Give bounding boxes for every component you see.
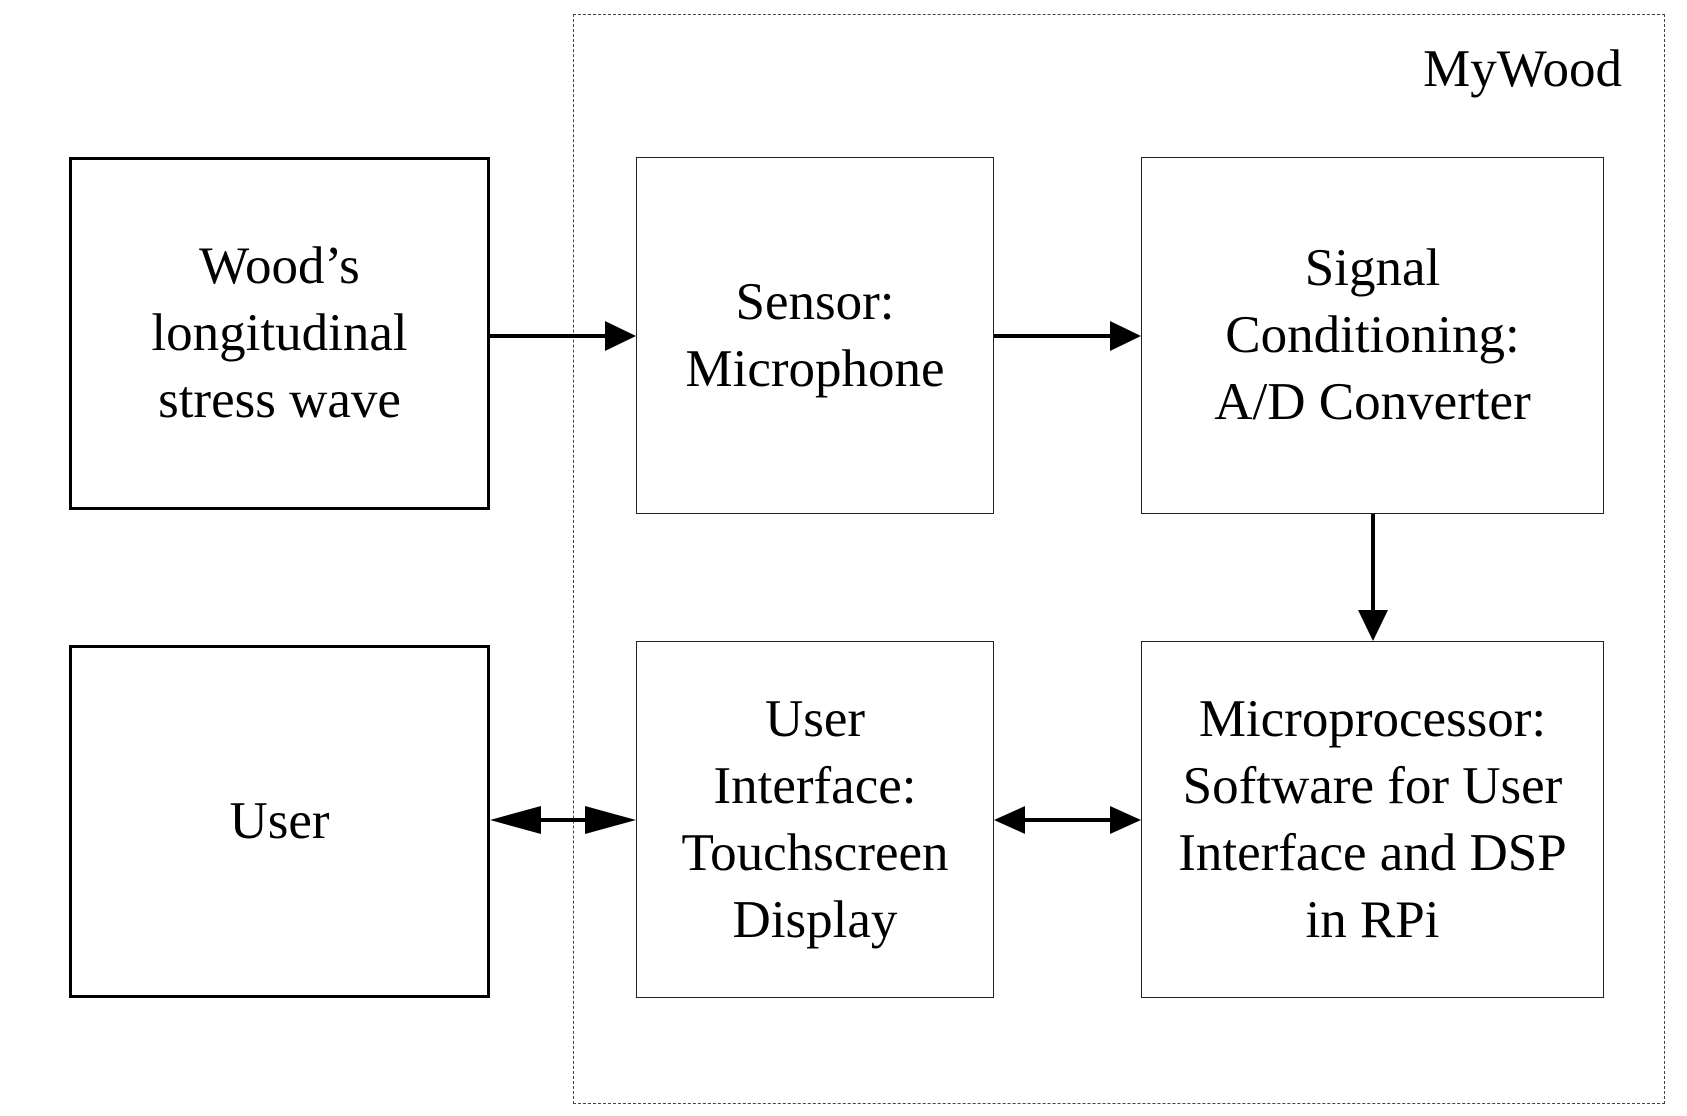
stress-wave-text: Wood’s longitudinal stress wave — [151, 237, 408, 429]
sensor-box: Sensor: Microphone — [636, 157, 994, 514]
mywood-label: MyWood — [1423, 40, 1622, 98]
user-box: User — [69, 645, 490, 998]
user-interface-box: User Interface: Touchscreen Display — [636, 641, 994, 998]
microprocessor-text: Microprocessor: Software for User Interf… — [1178, 689, 1567, 949]
mywood-system-boundary: MyWood — [573, 14, 1665, 1104]
stress-wave-box: Wood’s longitudinal stress wave — [69, 157, 490, 510]
signal-conditioning-box: Signal Conditioning: A/D Converter — [1141, 157, 1604, 514]
signal-conditioning-text: Signal Conditioning: A/D Converter — [1214, 239, 1531, 431]
microprocessor-box: Microprocessor: Software for User Interf… — [1141, 641, 1604, 998]
user-interface-text: User Interface: Touchscreen Display — [681, 689, 949, 949]
user-text: User — [229, 792, 330, 850]
sensor-text: Sensor: Microphone — [685, 272, 945, 398]
